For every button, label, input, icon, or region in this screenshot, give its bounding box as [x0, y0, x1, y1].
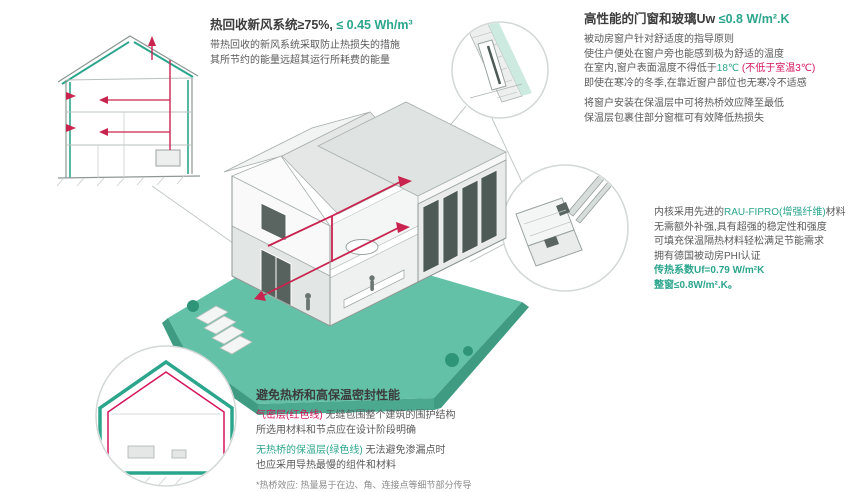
frame-line-1-post: 材料 — [825, 207, 846, 218]
windows-line-4: 即使在寒冷的冬季,在靠近窗户部位也无寒冷不适感 — [584, 77, 807, 89]
sofa — [127, 445, 155, 459]
heat-recovery-title-text: 热回收新风系统≥75%, — [210, 18, 333, 32]
windows-line-3-temp: 18℃ — [716, 63, 740, 74]
airtight-label: 气密层(红色线) — [256, 410, 323, 421]
frame-line-3: 可填充保温隔热材料轻松满足节能需求 — [654, 236, 824, 247]
upper-window — [260, 202, 287, 242]
windows-title-value: ≤0.8 W/m².K — [715, 12, 790, 26]
kitchen-counter — [343, 269, 405, 309]
insulation-label: 无热桥的保温层(绿色线) — [256, 445, 363, 456]
airtight-layer-line — [107, 371, 225, 466]
heat-recovery-body-1: 带热回收的新风系统采取防止热损失的措施 — [210, 40, 400, 51]
frame-uf-value: 传热系数Uf=0.79 W/m²K — [654, 265, 765, 276]
glass-facade-panes — [422, 169, 498, 274]
airtight-text: 无缝包围整个建筑的围护结构 — [322, 410, 456, 421]
thermal-bridge-title: 避免热桥和高保温密封性能 — [256, 388, 401, 402]
windows-title-text: 高性能的门窗和玻璃Uw — [584, 12, 716, 26]
frame-line-2: 无需额外补强,具有超强的稳定性和强度 — [654, 221, 827, 233]
windows-line-2: 使住户便处在窗户旁也能感到极为舒适的温度 — [584, 48, 784, 60]
heat-recovery-title: 热回收新风系统≥75%, ≤ 0.45 Wh/m³ — [210, 14, 540, 33]
thermal-bridge-section: 避免热桥和高保温密封性能 气密层(红色线) 无缝包围整个建筑的围护结构 所选用材… — [256, 386, 596, 492]
windows-line-1: 被动房窗户针对舒适度的指导原则 — [584, 34, 734, 45]
heat-recovery-section: 热回收新风系统≥75%, ≤ 0.45 Wh/m³ 带热回收的新风系统采取防止热… — [210, 14, 540, 68]
frame-line-4: 拥有德国被动房PHI认证 — [654, 250, 761, 262]
frame-line-1-pre: 内核采用先进的 — [654, 207, 724, 218]
thermal-line-4: 也应采用导热最慢的组件和材料 — [256, 459, 396, 471]
thermal-bridge-house-icon — [95, 345, 237, 487]
airtight-line: 气密层(红色线) 无缝包围整个建筑的围护结构 — [256, 409, 596, 424]
main-house-illustration — [162, 101, 529, 415]
windows-title: 高性能的门窗和玻璃Uw ≤0.8 W/m².K — [584, 8, 862, 27]
window-profile-detail-icon — [501, 164, 629, 292]
windows-section: 高性能的门窗和玻璃Uw ≤0.8 W/m².K 被动房窗户针对舒适度的指导原则 … — [584, 8, 862, 126]
windows-line-3-pre: 在室内,窗户表面温度不得低于 — [584, 63, 717, 74]
windows-line-5: 将窗户安装在保温层中可将热桥效应降至最低 — [584, 98, 784, 109]
thermal-footnote: *热桥效应: 热量易于在边、角、连接点等细节部分传导 — [256, 480, 472, 490]
bush-icons — [187, 300, 473, 367]
ventilation-duct-lines — [66, 36, 171, 150]
frame-uw-value: 整窗≤0.8W/m².K。 — [654, 279, 738, 291]
windows-line-3: 在室内,窗户表面温度不得低于18℃ (不低于室温3℃) — [584, 62, 862, 77]
frame-line-1: 内核采用先进的RAU-FIPRO(增强纤维)材料 — [654, 206, 865, 221]
windows-line-6: 保温层包裹住部分窗框可有效降低热损失 — [584, 112, 764, 124]
thermal-line-2: 所选用材料和节点应在设计阶段明确 — [256, 424, 416, 436]
frame-line-1-material: RAU-FIPRO(增强纤维) — [724, 207, 826, 218]
ventilation-house-icon — [56, 35, 201, 187]
frame-material-section: 内核采用先进的RAU-FIPRO(增强纤维)材料 无需额外补强,具有超强的稳定性… — [654, 206, 865, 293]
insulation-text: 无法避免渗漏点时 — [362, 445, 446, 456]
insulation-line: 无热桥的保温层(绿色线) 无法避免渗漏点时 — [256, 444, 596, 459]
heat-recovery-title-value: ≤ 0.45 Wh/m³ — [332, 18, 413, 32]
windows-line-3-note: (不低于室温3℃) — [739, 63, 816, 74]
heat-recovery-body-2: 其所节约的能量远超其运行所耗费的能量 — [210, 54, 390, 66]
terrain-steps — [195, 305, 253, 355]
human-figures — [305, 275, 375, 311]
window-corner-detail-icon — [451, 21, 549, 119]
